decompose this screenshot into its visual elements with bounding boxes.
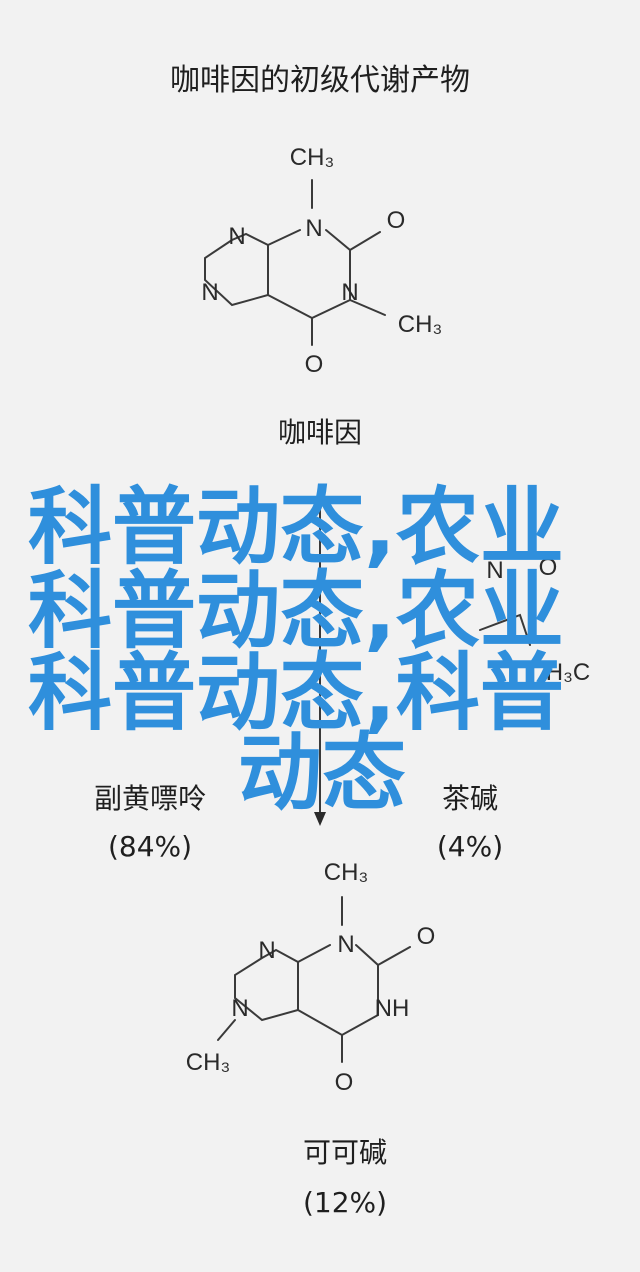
o-label: O: [539, 554, 558, 581]
arrows: [314, 499, 326, 826]
theobromine-structure: CH₃ N N O N NH CH₃ O: [186, 859, 436, 1096]
h3c-label: H₃C: [546, 659, 590, 686]
theobromine-percent: (12%): [303, 1186, 387, 1219]
theophylline-percent: (4%): [437, 830, 503, 863]
overlay-line-4: 动态: [238, 724, 406, 822]
ch3-label: CH₃: [324, 859, 368, 886]
bond-group: [217, 896, 411, 1063]
n-label: N: [337, 931, 354, 958]
o-label: O: [417, 923, 436, 950]
n-label: N: [201, 279, 218, 306]
bond-group: [267, 179, 386, 346]
overlay-line-2: 科普动态,农业: [28, 562, 564, 660]
n-label: N: [258, 937, 275, 964]
n-label: N: [341, 279, 358, 306]
overlay-line-3: 科普动态,科普: [28, 644, 564, 742]
watermark-overlay: 科普动态,农业 科普动态,农业 科普动态,科普 动态: [28, 478, 564, 822]
o-label: O: [305, 351, 324, 378]
o-label: O: [335, 1069, 354, 1096]
caffeine-structure: CH₃ N N O N N CH₃ O: [201, 144, 442, 378]
nh-label: NH: [375, 995, 410, 1022]
n-label: N: [231, 995, 248, 1022]
bond-group: [479, 613, 531, 646]
paraxanthine-name: 副黄嘌呤: [94, 782, 206, 815]
theophylline-structure: O N H₃C: [479, 554, 590, 686]
ch3-label: CH₃: [290, 144, 334, 171]
bond-group: [204, 232, 269, 307]
theobromine-name: 可可碱: [303, 1136, 387, 1169]
n-label: N: [305, 215, 322, 242]
n-label: N: [228, 223, 245, 250]
bond-group: [234, 948, 299, 1022]
o-label: O: [387, 207, 406, 234]
theophylline-name: 茶碱: [442, 782, 498, 815]
n-label: N: [486, 557, 503, 584]
overlay-line-1: 科普动态,农业: [28, 478, 564, 576]
arrow-head: [314, 812, 326, 826]
paraxanthine-percent: (84%): [108, 830, 192, 863]
caffeine-name: 咖啡因: [278, 416, 362, 449]
ch3-label: CH₃: [186, 1049, 230, 1076]
diagram-title: 咖啡因的初级代谢产物: [170, 63, 470, 98]
ch3-label: CH₃: [398, 311, 442, 338]
